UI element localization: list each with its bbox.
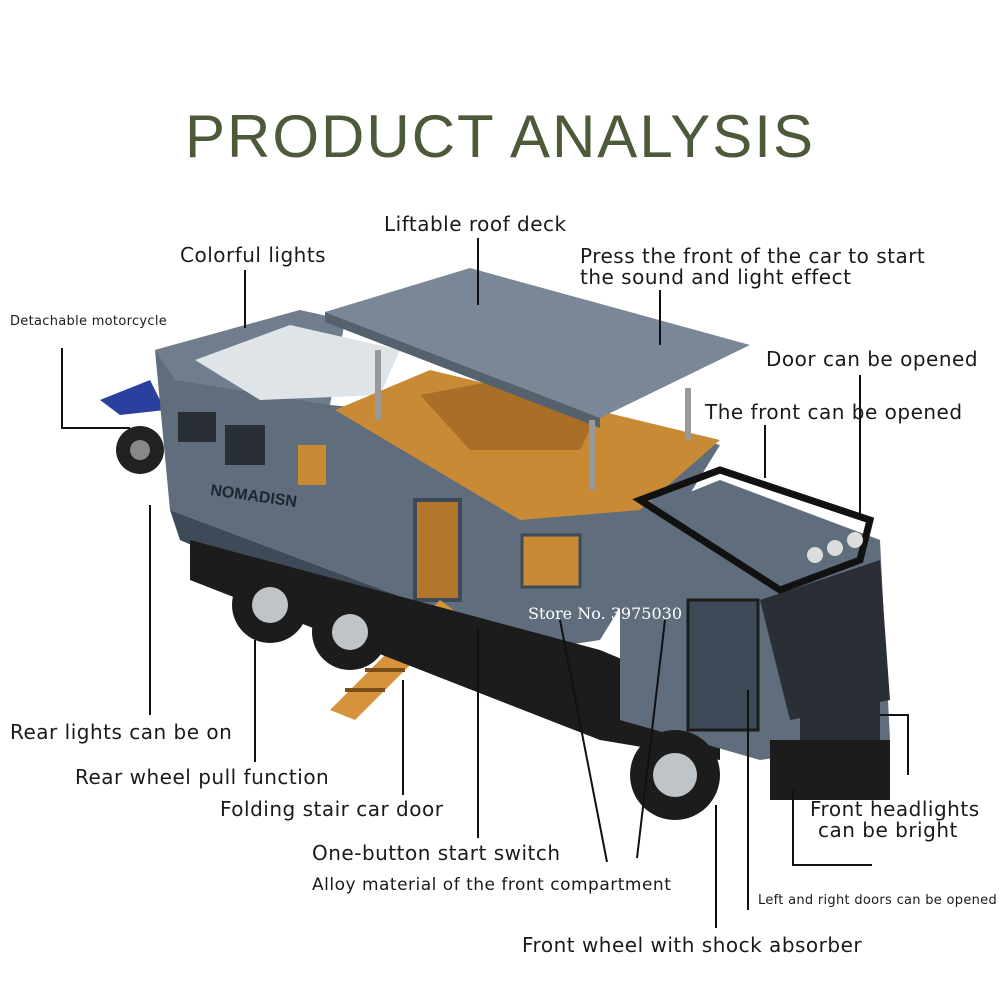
page-title: PRODUCT ANALYSIS <box>185 103 815 170</box>
label-front-opened: The front can be opened <box>705 400 963 424</box>
roof-deck <box>325 268 750 490</box>
label-folding-stair: Folding stair car door <box>220 797 444 821</box>
wheels <box>232 567 720 820</box>
leader-lines <box>61 238 909 928</box>
truck-cab <box>620 466 890 800</box>
label-liftable-roof: Liftable roof deck <box>384 212 567 236</box>
label-left-right-doors: Left and right doors can be opened <box>758 893 998 908</box>
label-door-opened: Door can be opened <box>766 347 979 371</box>
label-rear-wheel: Rear wheel pull function <box>75 765 330 789</box>
label-colorful-lights: Colorful lights <box>180 243 327 267</box>
label-alloy: Alloy material of the front compartment <box>312 875 672 895</box>
label-press-front-1: Press the front of the car to start <box>580 244 926 268</box>
label-rear-lights: Rear lights can be on <box>10 720 233 744</box>
label-one-button: One-button start switch <box>312 841 561 865</box>
chassis <box>190 540 720 760</box>
motorcycle <box>100 380 165 474</box>
store-watermark: Store No. 3975030 <box>528 604 683 623</box>
label-detachable-motorcycle: Detachable motorcycle <box>10 314 168 329</box>
label-front-wheel: Front wheel with shock absorber <box>522 933 863 957</box>
label-front-headlights-1: Front headlights <box>810 797 980 821</box>
label-front-headlights-2: can be bright <box>818 818 958 842</box>
label-press-front-2: the sound and light effect <box>580 265 852 289</box>
